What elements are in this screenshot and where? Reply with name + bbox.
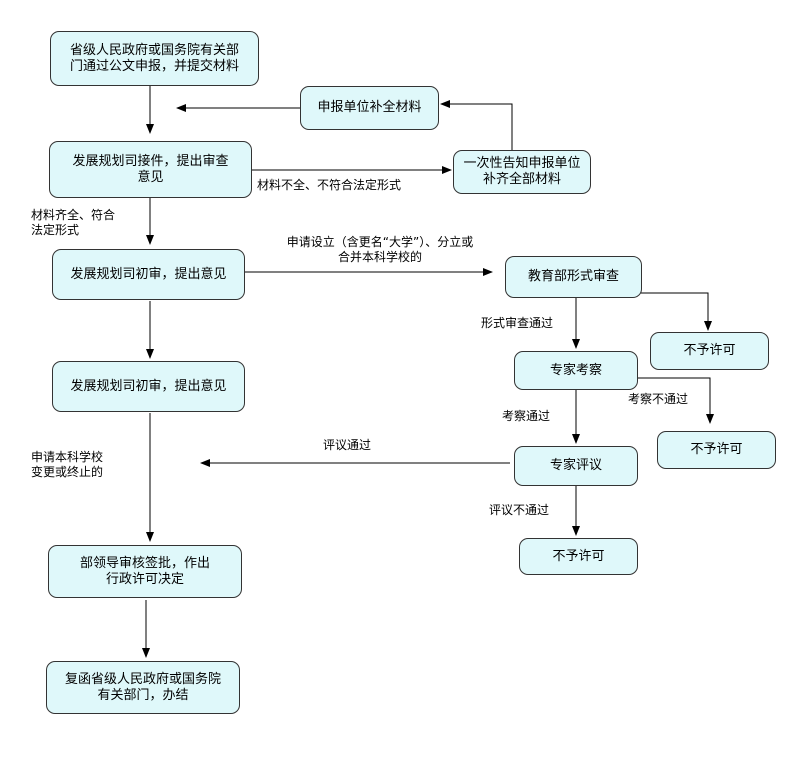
node-deny-3: 不予许可: [519, 538, 638, 575]
label-complete: 材料齐全、符合 法定形式: [31, 208, 116, 237]
node-deny-1: 不予许可: [650, 332, 769, 370]
node-supplement: 申报单位补全材料: [300, 86, 439, 130]
label-formal-pass: 形式审查通过: [481, 316, 554, 330]
label-evaluation-fail: 评议不通过: [489, 503, 550, 517]
node-formal-review: 教育部形式审查: [505, 256, 642, 298]
label-change-terminate: 申请本科学校 变更或终止的: [31, 450, 104, 479]
node-notify-once: 一次性告知申报单位 补齐全部材料: [453, 150, 591, 194]
label-apply-setup: 申请设立（含更名“大学”）、分立或 合并本科学校的: [286, 235, 474, 264]
arrow-notify-to-supplement: [440, 100, 513, 150]
node-prelim-review-1: 发展规划司初审，提出意见: [52, 249, 245, 300]
node-expert-evaluation: 专家评议: [514, 446, 638, 486]
node-submit: 省级人民政府或国务院有关部 门通过公文申报，并提交材料: [50, 31, 259, 86]
node-expert-inspection: 专家考察: [514, 351, 638, 390]
label-inspection-pass: 考察通过: [502, 409, 551, 423]
label-inspection-fail: 考察不通过: [628, 392, 689, 406]
node-deny-2: 不予许可: [657, 431, 776, 469]
label-incomplete: 材料不全、不符合法定形式: [257, 178, 402, 192]
node-receive: 发展规划司接件，提出审查 意见: [49, 141, 252, 198]
node-leader-approval: 部领导审核签批，作出 行政许可决定: [48, 545, 242, 598]
node-prelim-review-2: 发展规划司初审，提出意见: [52, 361, 245, 412]
arrow-formal-to-deny1: [640, 292, 712, 331]
arrow-inspection-to-deny2: [637, 377, 714, 424]
label-evaluation-pass: 评议通过: [323, 438, 372, 452]
node-reply: 复函省级人民政府或国务院 有关部门，办结: [46, 661, 240, 714]
